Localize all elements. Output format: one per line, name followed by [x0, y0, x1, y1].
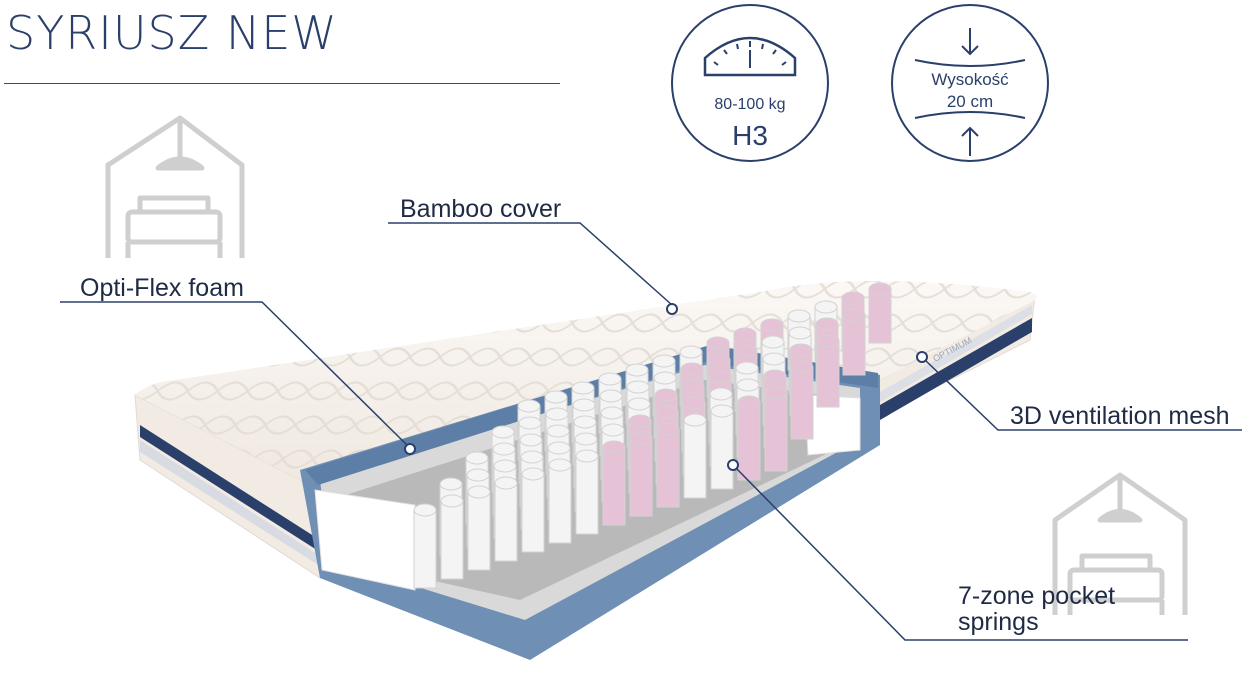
callout-opti-flex-foam: Opti-Flex foam [80, 274, 244, 302]
spring [790, 360, 814, 440]
spring [683, 413, 707, 499]
firmness-level: H3 [732, 120, 768, 151]
leader-cover [388, 222, 673, 306]
leader-springs [734, 466, 1188, 641]
callout-markers [404, 303, 928, 471]
house-sofa-icon [105, 115, 245, 258]
height-arrows-icon [914, 28, 1026, 156]
marker-springs [727, 459, 739, 471]
firmness-weight: 80-100 kg [714, 96, 786, 113]
spring [413, 503, 437, 589]
spring [521, 467, 545, 553]
marker-cover [666, 303, 678, 315]
spring [816, 334, 840, 408]
spring [656, 422, 680, 508]
spring [737, 395, 761, 481]
spring [440, 494, 464, 580]
spring [710, 404, 734, 490]
callout-springs-line1: 7-zone pocket [958, 582, 1116, 610]
house-sofa-icon [1052, 472, 1188, 615]
spring [548, 458, 572, 544]
spring [602, 440, 626, 526]
spring [764, 386, 788, 472]
height-value: 20 cm [946, 92, 994, 111]
marker-mesh [916, 351, 928, 363]
callout-springs-line2: springs [958, 608, 1039, 636]
spring [629, 431, 653, 517]
title-underline [4, 83, 560, 84]
spring [575, 449, 599, 535]
pocket-springs [413, 282, 892, 589]
spring [868, 282, 892, 344]
leader-mesh [924, 359, 1242, 431]
callout-bamboo-cover: Bamboo cover [400, 195, 562, 223]
spring [494, 476, 518, 562]
height-badge [891, 4, 1049, 162]
height-label: Wysokość [931, 70, 1009, 89]
spring [467, 485, 491, 571]
callout-leaders [60, 222, 1242, 641]
product-title: SYRIUSZ NEW [6, 6, 338, 60]
callout-3d-ventilation-mesh: 3D ventilation mesh [1010, 402, 1230, 430]
gauge-icon [703, 36, 797, 77]
leader-foam [60, 301, 409, 447]
firmness-badge [671, 4, 829, 162]
marker-foam [404, 443, 416, 455]
spring [842, 308, 866, 376]
